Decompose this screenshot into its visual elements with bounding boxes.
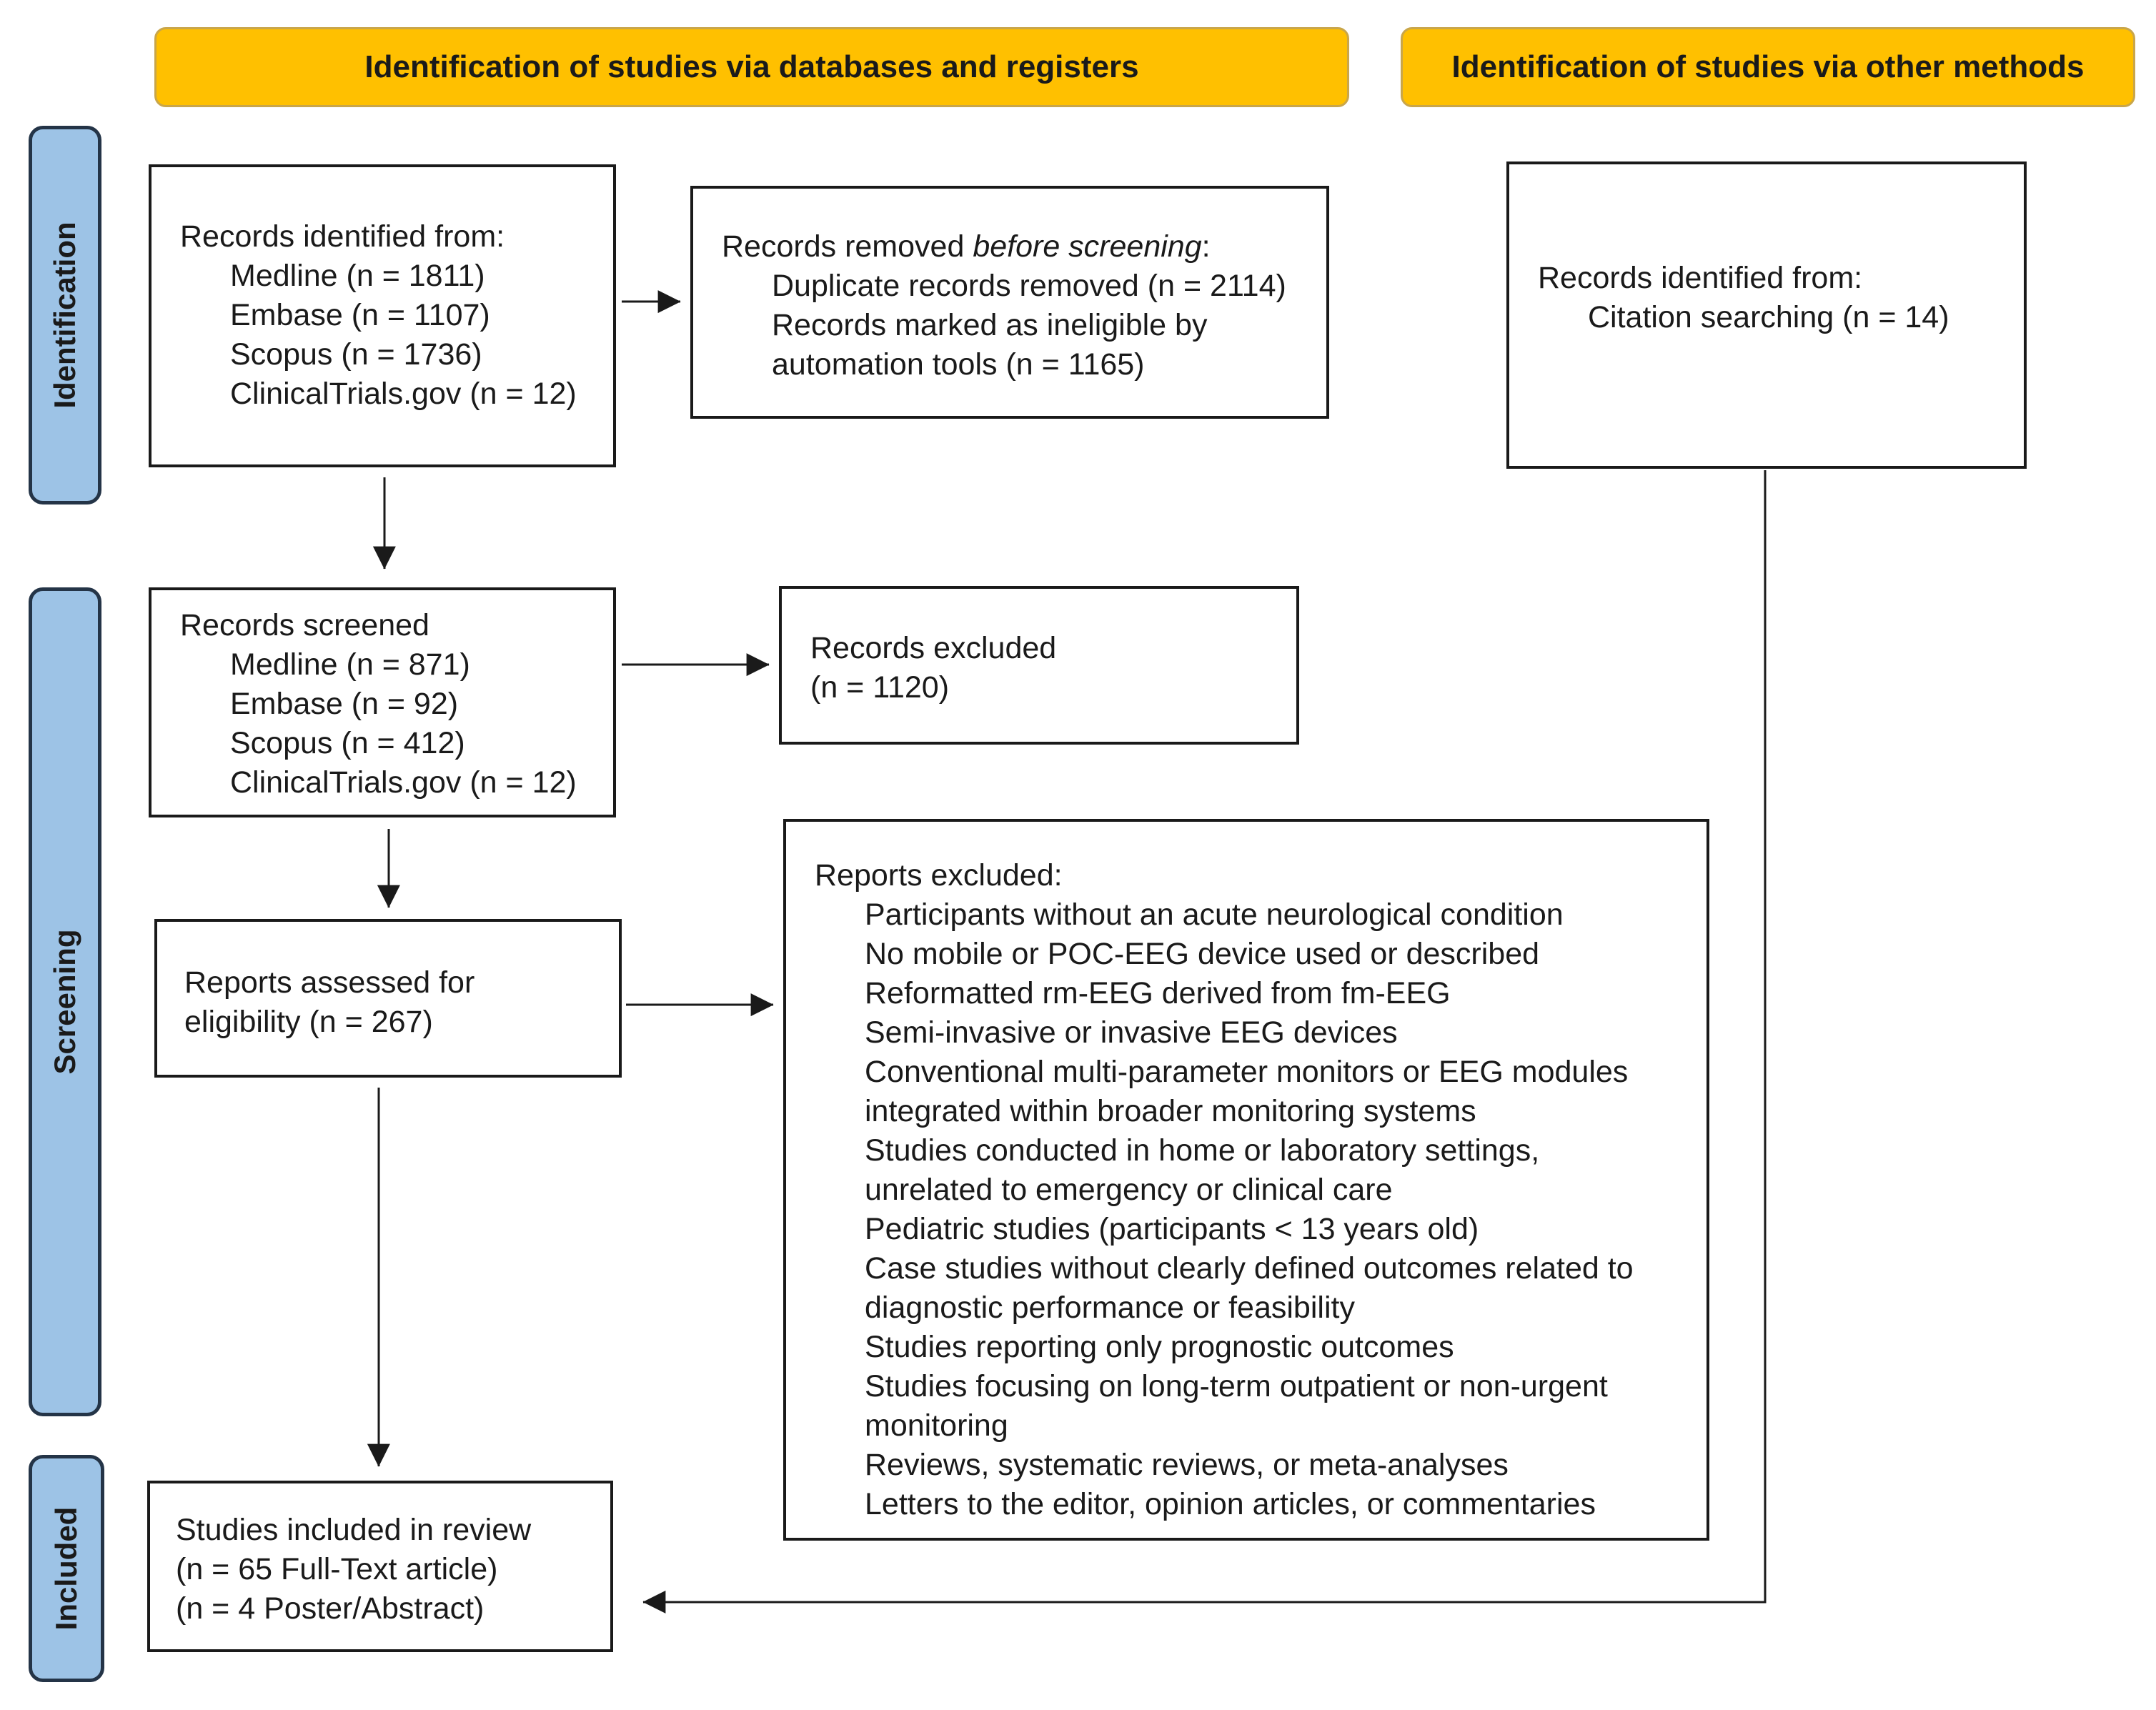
records-removed-box: Records removed before screening: Duplic… [690, 186, 1329, 419]
list-item: Records marked as ineligible by [772, 308, 1208, 342]
list-item: diagnostic performance or feasibility [865, 1291, 1355, 1325]
stage-screening: Screening [29, 587, 101, 1416]
studies-included-title: Studies included in review [176, 1513, 532, 1547]
other-records-identified-box: Records identified from: Citation search… [1506, 161, 2027, 469]
list-item: Studies focusing on long-term outpatient… [865, 1369, 1608, 1403]
records-excluded-box: Records excluded (n = 1120) [779, 586, 1299, 745]
studies-included-poster: (n = 4 Poster/Abstract) [176, 1591, 485, 1626]
records-screened-title: Records screened [180, 608, 429, 642]
header-other-methods: Identification of studies via other meth… [1401, 27, 2135, 107]
reports-excluded-title: Reports excluded: [815, 858, 1063, 893]
arrow-other-to-included [642, 470, 1767, 1614]
list-item: unrelated to emergency or clinical care [865, 1173, 1393, 1207]
list-item: Citation searching (n = 14) [1588, 300, 1949, 334]
reports-assessed-box: Reports assessed for eligibility (n = 26… [154, 919, 622, 1078]
list-item: Duplicate records removed (n = 2114) [772, 269, 1286, 303]
list-item: Reviews, systematic reviews, or meta-ana… [865, 1448, 1509, 1482]
list-item: Participants without an acute neurologic… [865, 898, 1564, 932]
list-item: Letters to the editor, opinion articles,… [865, 1487, 1596, 1521]
list-item: Case studies without clearly defined out… [865, 1251, 1634, 1286]
list-item: Scopus (n = 412) [230, 726, 465, 760]
list-item: No mobile or POC-EEG device used or desc… [865, 937, 1540, 971]
list-item: Embase (n = 1107) [230, 298, 490, 332]
studies-included-fulltext: (n = 65 Full-Text article) [176, 1552, 498, 1586]
records-removed-title: Records removed before screening: [722, 227, 1326, 267]
records-identified-title: Records identified from: [180, 219, 505, 254]
list-item: Semi-invasive or invasive EEG devices [865, 1015, 1398, 1050]
list-item: Embase (n = 92) [230, 687, 459, 721]
reports-assessed-line: Reports assessed for [184, 965, 475, 1000]
reports-assessed-count: eligibility (n = 267) [184, 1005, 433, 1039]
records-excluded-line: Records excluded [810, 631, 1057, 665]
list-item: Reformatted rm-EEG derived from fm-EEG [865, 976, 1451, 1010]
list-item: monitoring [865, 1408, 1008, 1443]
list-item: automation tools (n = 1165) [772, 347, 1145, 382]
records-screened-box: Records screened Medline (n = 871) Embas… [149, 587, 616, 817]
header-databases: Identification of studies via databases … [154, 27, 1349, 107]
list-item: Pediatric studies (participants < 13 yea… [865, 1212, 1479, 1246]
other-records-identified-title: Records identified from: [1538, 261, 1863, 295]
records-excluded-count: (n = 1120) [810, 670, 950, 705]
list-item: Medline (n = 871) [230, 647, 470, 682]
list-item: Conventional multi-parameter monitors or… [865, 1055, 1629, 1089]
list-item: Medline (n = 1811) [230, 259, 485, 293]
stage-included: Included [29, 1455, 104, 1682]
records-removed-title-pre: Records removed [722, 229, 973, 264]
list-item: ClinicalTrials.gov (n = 12) [230, 765, 577, 800]
list-item: Studies conducted in home or laboratory … [865, 1133, 1540, 1168]
reports-excluded-box: Reports excluded: Participants without a… [783, 819, 1709, 1541]
studies-included-box: Studies included in review (n = 65 Full-… [147, 1481, 613, 1652]
list-item: ClinicalTrials.gov (n = 12) [230, 377, 577, 411]
list-item: integrated within broader monitoring sys… [865, 1094, 1476, 1128]
list-item: Studies reporting only prognostic outcom… [865, 1330, 1454, 1364]
stage-identification: Identification [29, 126, 101, 504]
records-removed-title-emphasis: before screening [973, 229, 1202, 264]
records-identified-box: Records identified from: Medline (n = 18… [149, 164, 616, 467]
list-item: Scopus (n = 1736) [230, 337, 482, 372]
records-removed-title-post: : [1201, 229, 1211, 264]
